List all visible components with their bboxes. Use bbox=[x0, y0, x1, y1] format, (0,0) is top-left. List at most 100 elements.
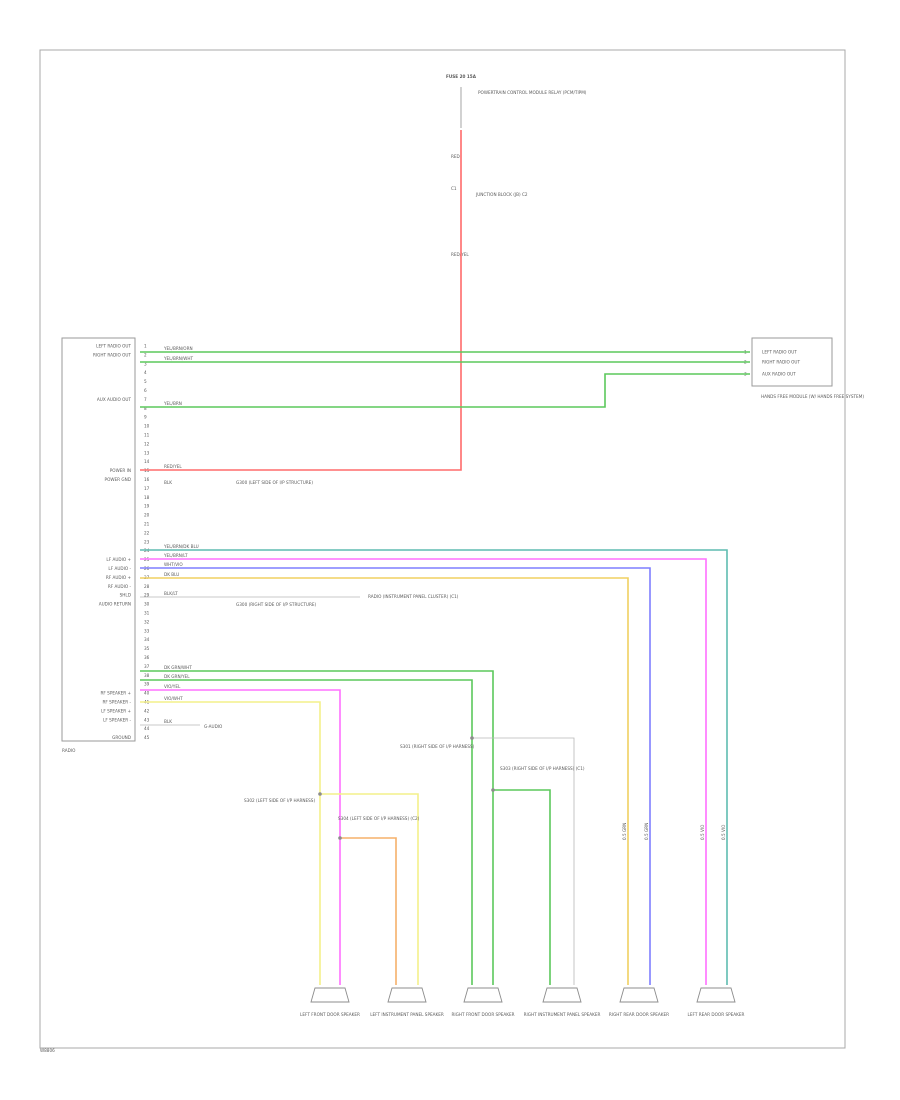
short-label-rf-pos: 0.5 GRN bbox=[622, 823, 627, 840]
radio-pin-number: 1 bbox=[144, 344, 147, 349]
speaker: RIGHT INSTRUMENT PANEL SPEAKER bbox=[524, 987, 601, 1017]
radio-pin-number: 29 bbox=[144, 593, 150, 598]
aux-out-wire bbox=[140, 373, 750, 408]
rf-speaker-pos-wire bbox=[140, 670, 494, 985]
ground-note-3: RADIO (INSTRUMENT PANEL CLUSTER) (C1) bbox=[368, 594, 459, 599]
radio-pin-label: LF AUDIO - bbox=[108, 566, 131, 571]
radio-pin-number: 36 bbox=[144, 655, 150, 660]
radio-pin-number: 34 bbox=[144, 637, 150, 642]
radio-pin-number: 16 bbox=[144, 477, 150, 482]
speaker-name: LEFT INSTRUMENT PANEL SPEAKER bbox=[370, 1012, 444, 1017]
radio-pin-number: 31 bbox=[144, 611, 150, 616]
radio-pin-number: 11 bbox=[144, 433, 150, 438]
radio-pin-number: 45 bbox=[144, 735, 150, 740]
fuse-wire-1: RED bbox=[451, 154, 460, 159]
radio-pin-number: 9 bbox=[144, 415, 147, 420]
power-wire bbox=[140, 130, 462, 471]
wire-label-rf-neg: DK BLU bbox=[164, 572, 179, 577]
radio-pin-label: RF SPEAKER + bbox=[101, 691, 132, 696]
radio-pin-number: 23 bbox=[144, 539, 150, 544]
radio-pin-number: 12 bbox=[144, 441, 150, 446]
radio-pin-number: 19 bbox=[144, 504, 150, 509]
wire-group bbox=[140, 130, 750, 985]
radio-pin-number: 22 bbox=[144, 530, 150, 535]
speaker: RIGHT FRONT DOOR SPEAKER bbox=[451, 987, 515, 1017]
splice-note-4: S304 (LEFT SIDE OF I/P HARNESS) (C2) bbox=[338, 816, 420, 821]
radio-pin-number: 42 bbox=[144, 708, 150, 713]
radio-pin-number: 38 bbox=[144, 673, 150, 678]
radio-pin-label: POWER IN bbox=[110, 468, 131, 473]
wire-label-rf-spk-neg: DK GRN/YEL bbox=[164, 674, 190, 679]
splice-node bbox=[470, 736, 474, 740]
speaker-symbol bbox=[619, 987, 659, 1003]
hands-free-pin-label: AUX RADIO OUT bbox=[762, 372, 796, 377]
radio-pin-label: RF AUDIO + bbox=[106, 575, 132, 580]
wire-label-right-out: YEL/BRN/WHT bbox=[163, 356, 194, 361]
speaker-name: RIGHT FRONT DOOR SPEAKER bbox=[451, 1012, 514, 1017]
lf-audio-neg-wire bbox=[140, 558, 707, 985]
speaker: LEFT REAR DOOR SPEAKER bbox=[688, 987, 745, 1017]
radio-pin-label: RIGHT RADIO OUT bbox=[93, 352, 131, 357]
wire-label-aux: YEL/BRN bbox=[163, 401, 182, 406]
radio-pin-number: 6 bbox=[144, 388, 147, 393]
splice-node bbox=[318, 792, 322, 796]
radio-pin-number: 3 bbox=[144, 361, 147, 366]
speaker-symbol bbox=[696, 987, 736, 1003]
radio-pin-number: 4 bbox=[144, 370, 147, 375]
wire-label-lf-spk-pos: VIO/YEL bbox=[164, 684, 181, 689]
speaker-name: RIGHT REAR DOOR SPEAKER bbox=[609, 1012, 669, 1017]
radio-pin-number: 43 bbox=[144, 717, 150, 722]
radio-pin-label: GROUND bbox=[112, 735, 131, 740]
speaker: RIGHT REAR DOOR SPEAKER bbox=[609, 987, 669, 1017]
hands-free-module bbox=[751, 337, 833, 387]
radio-pin-number: 35 bbox=[144, 646, 150, 651]
diagram-id: W8806 bbox=[40, 1048, 55, 1053]
radio-pin-number: 32 bbox=[144, 619, 150, 624]
short-label-rf-neg: 0.5 GRN bbox=[644, 823, 649, 840]
hands-free-name: HANDS FREE MODULE (W/ HANDS FREE SYSTEM) bbox=[761, 394, 864, 399]
fuse-header: FUSE 20 15A bbox=[446, 74, 477, 79]
splice-node bbox=[491, 788, 495, 792]
radio-pin-number: 10 bbox=[144, 424, 150, 429]
rf-audio-neg-wire bbox=[140, 577, 629, 985]
radio-pin-number: 5 bbox=[144, 379, 147, 384]
fuse-note: POWERTRAIN CONTROL MODULE RELAY (PCM/TIP… bbox=[478, 90, 587, 95]
radio-pin-label: LF AUDIO + bbox=[106, 557, 131, 562]
speaker-symbol bbox=[463, 987, 503, 1003]
radio-pin-label: AUX AUDIO OUT bbox=[97, 397, 132, 402]
speaker-name: LEFT REAR DOOR SPEAKER bbox=[688, 1012, 745, 1017]
radio-pin-number: 37 bbox=[144, 664, 150, 669]
hands-free-pin-label: RIGHT RADIO OUT bbox=[762, 360, 800, 365]
radio-pin-number: 7 bbox=[144, 397, 147, 402]
radio-pin-number: 33 bbox=[144, 628, 150, 633]
ground-note-4: G-AUDIO bbox=[204, 724, 223, 729]
wire-label-ground-a: BLK bbox=[164, 480, 172, 485]
short-label-group: 0.5 GRN 0.5 GRN 0.5 VIO 0.5 VIO bbox=[622, 823, 726, 840]
radio-pin-number: 18 bbox=[144, 495, 150, 500]
radio-pin-label: AUDIO RETURN bbox=[99, 602, 131, 607]
radio-pin-number: 8 bbox=[144, 406, 147, 411]
wire-label-group: YEL/BRN/ORN YEL/BRN/WHT YEL/BRN RED/YEL … bbox=[163, 346, 199, 724]
splice-note-1: S301 (RIGHT SIDE OF I/P HARNESS) bbox=[400, 744, 475, 749]
radio-pin-number: 13 bbox=[144, 450, 150, 455]
ground-note-1: G300 (LEFT SIDE OF I/P STRUCTURE) bbox=[236, 480, 313, 485]
speaker-symbol bbox=[310, 987, 350, 1003]
radio-pin-label: RF AUDIO - bbox=[108, 584, 132, 589]
lf-speaker-pos-wire bbox=[140, 689, 341, 985]
hands-free-pin-label: LEFT RADIO OUT bbox=[762, 350, 797, 355]
speaker-name: RIGHT INSTRUMENT PANEL SPEAKER bbox=[524, 1012, 601, 1017]
rf-audio-pos-wire bbox=[140, 567, 651, 985]
radio-pin-label: LF SPEAKER + bbox=[101, 708, 131, 713]
rf-speaker-neg-wire bbox=[140, 679, 473, 985]
radio-pin-label: LF SPEAKER - bbox=[103, 717, 131, 722]
ground-note-2: G300 (RIGHT SIDE OF I/P STRUCTURE) bbox=[236, 602, 317, 607]
radio-module bbox=[61, 337, 136, 742]
splice-node bbox=[338, 836, 342, 840]
radio-name: RADIO bbox=[62, 748, 76, 753]
wire-label-rf-spk-pos: DK GRN/WHT bbox=[164, 665, 192, 670]
wire-label-ground-b: BLK bbox=[164, 719, 172, 724]
fuse-connector: C1 bbox=[451, 186, 457, 191]
radio-pin-number: 30 bbox=[144, 602, 150, 607]
